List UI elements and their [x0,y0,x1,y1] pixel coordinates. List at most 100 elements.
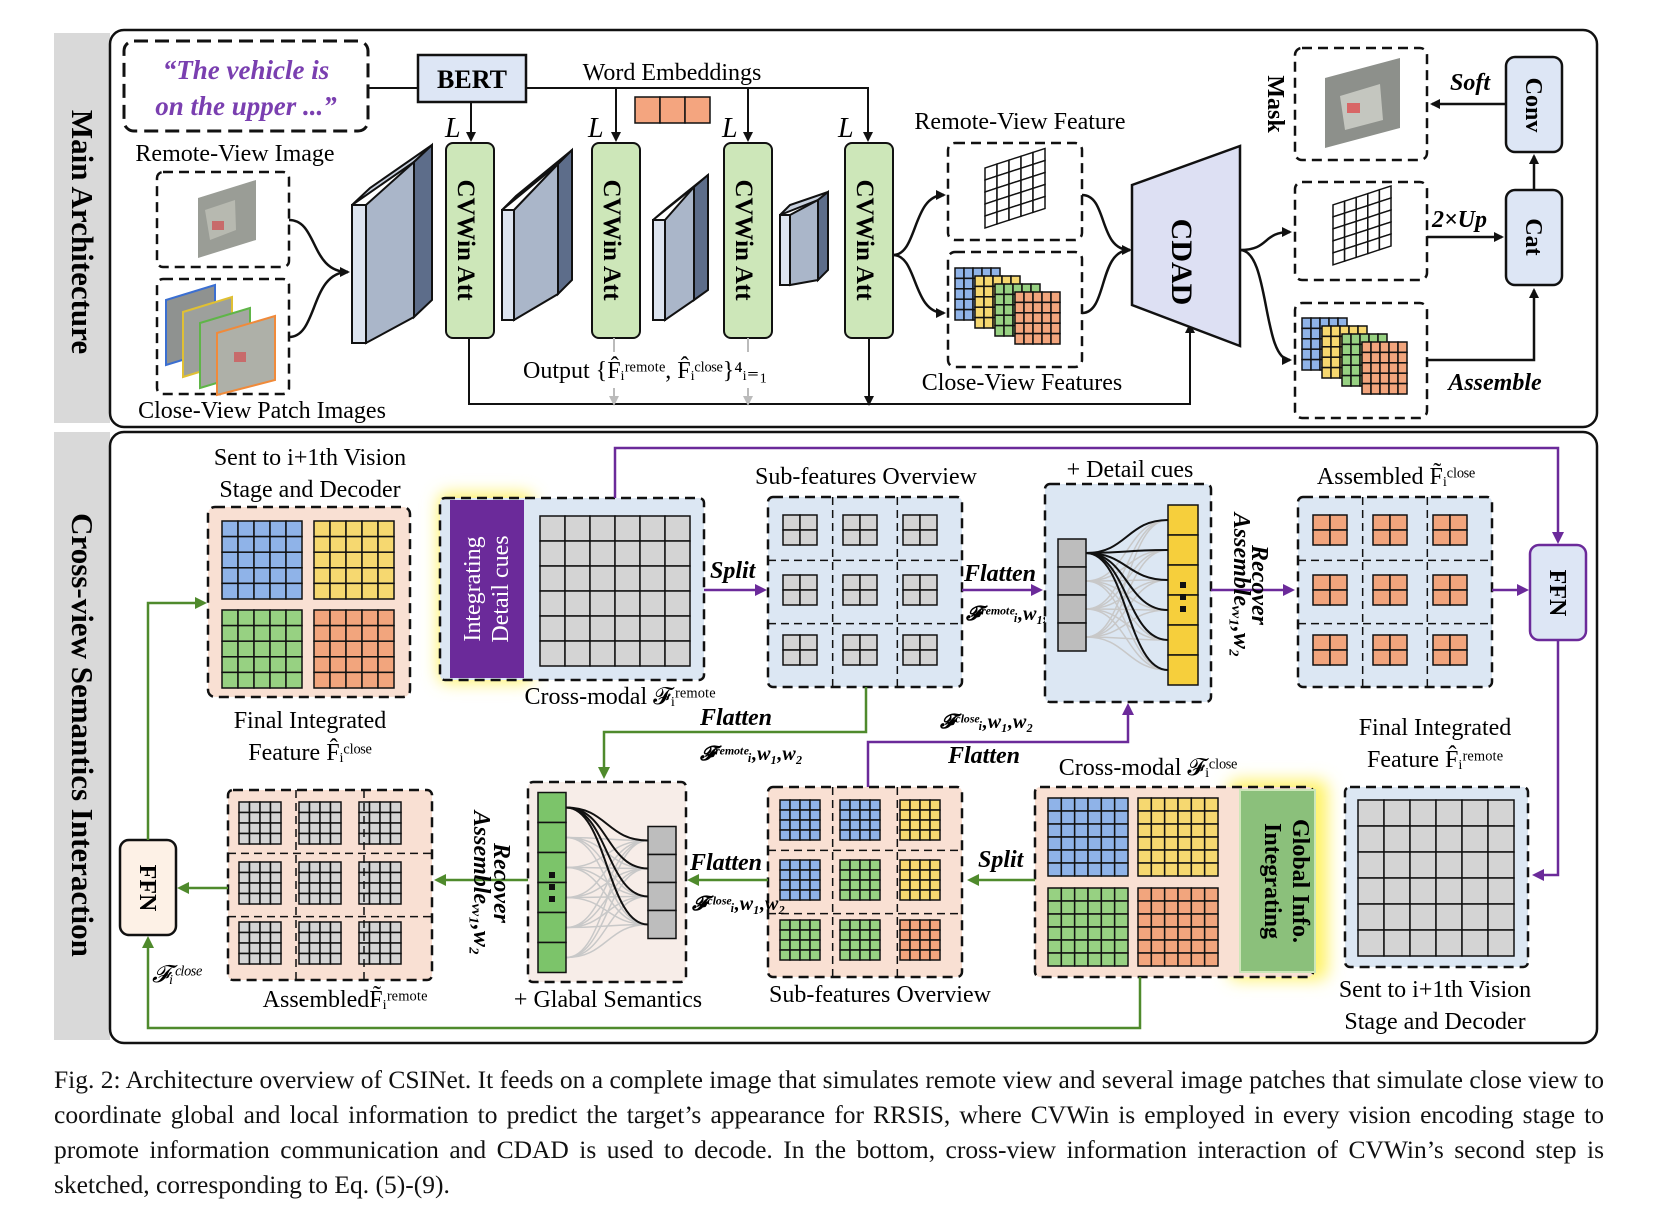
sent-to-left-1: Sent to i+1th Vision [214,445,406,471]
global-semantics-attention [537,791,677,974]
final-integrated-remote-1: Final Integrated [1359,715,1512,741]
encoder-slab-2 [501,147,573,322]
f-close-w-mid: 𝓕ᶜˡᵒˢᵉᵢ,w₁,w₂ [939,711,1033,733]
grid-cells [1137,797,1219,877]
grid-cells [1357,799,1515,957]
sub-features-top-grid [768,497,962,687]
grid-cells [221,520,303,600]
cat-label: Cat [1520,218,1546,255]
query-text-line2: on the upper ...” [155,91,337,121]
detail-cues-label: + Detail cues [1067,457,1194,483]
assemble-top: Assembleᵥᵥ₁,w₂ [1228,511,1254,658]
word-embedding-cells [634,96,711,124]
ellipsis-dot [1180,582,1186,588]
close-view-features-grids [954,267,1061,345]
cross-modal-remote-label: Cross-modal 𝓕ᵢʳᵉᵐᵒᵗᵉ [524,684,715,710]
grid-cells [539,515,691,667]
attention-line [565,806,649,926]
svg-text:CVWin Att: CVWin Att [851,179,878,301]
attention-line [565,866,649,926]
grid-cells [358,861,402,905]
recover-bottom: Recover [488,842,514,924]
L-label-1: L [444,113,461,144]
final-integrated-remote-2: Feature F̂ᵢʳᵉᵐᵒᵗᵉ [1367,745,1503,773]
ellipsis-dot [549,896,555,902]
grid-cells [298,801,342,845]
remote-view-feature-grid [984,147,1046,229]
mask-image [1325,58,1400,148]
grid-cells [313,520,395,600]
L-label-2: L [587,113,604,144]
grid-cells [839,919,881,961]
token-cell [1167,624,1199,656]
sub-features-bottom-label: Sub-features Overview [769,982,992,1008]
grid-cells [1372,574,1408,606]
close-view-patches-label: Close-View Patch Images [138,398,386,424]
f-close-w-bottom: 𝓕ᶜˡᵒˢᵉᵢ,w₁,w₂ [691,893,785,915]
flatten-top-label: Flatten [963,561,1036,587]
final-integrated-close-1: Final Integrated [234,708,387,734]
grid-cells [902,574,938,606]
grid-cells [984,147,1046,229]
encoder-slab-1 [351,142,433,345]
flatten-mid-label: Flatten [947,743,1020,769]
ellipsis-dot [549,884,555,890]
ffn-right-label: FFN [1544,570,1570,617]
assemble-label: Assemble [1446,370,1542,396]
ellipsis-dot [549,872,555,878]
integrating-detail-1: Integrating [460,536,486,641]
conv-label: Conv [1520,78,1546,133]
grid-cells [238,801,282,845]
cross-modal-remote-grid [539,515,691,667]
grid-cells [1372,634,1408,666]
token-cell [647,881,677,912]
flatten-green-label: Flatten [699,705,772,731]
grid-cells [842,634,878,666]
assemble-grids [1301,317,1408,395]
grid-cells [1432,574,1468,606]
up-label: 2×Up [1431,207,1487,233]
attention-line [565,867,649,899]
attention-line [565,923,649,959]
assembled-close-label: Assembled F̃ᵢᶜˡᵒˢᵉ [1317,462,1475,490]
token-cell [537,911,567,944]
grid-cells [779,859,821,901]
grid-cells [779,799,821,841]
cdad-label: CDAD [1165,219,1198,306]
L-label-3: L [721,113,738,144]
f-remote-w-mid: 𝓕ʳᵉᵐᵒᵗᵉᵢ,w₁,w₂ [699,743,803,765]
main-architecture-label: Main Architecture [65,110,100,354]
integrating-detail-block [450,500,524,678]
token-cell [1057,622,1087,652]
main-side-band [54,33,110,423]
cross-modal-close-label: Cross-modal 𝓕ᵢᶜˡᵒˢᵉ [1059,755,1238,781]
L-label-4: L [837,113,854,144]
assembled-close-grid [1298,497,1492,687]
cdad-block [1130,144,1242,348]
grid-cells [902,634,938,666]
architecture-diagram: Main Architecture Cross-view Semantics I… [54,28,1599,1045]
assembled-remote-grid [228,790,432,980]
final-integrated-close-2: Feature F̂ᵢᶜˡᵒˢᵉ [248,738,372,766]
flatten-bottom-label: Flatten [689,850,762,876]
query-text-line1: “The vehicle is [163,55,329,85]
attention-line [565,896,649,926]
grid-cells [1432,634,1468,666]
close-view-patches-image [165,283,276,397]
grid-cells [899,859,941,901]
f-close-label: 𝓕ᵢᶜˡᵒˢᵉ [152,962,203,988]
grid-cells [358,921,402,965]
token-cell [537,821,567,854]
attention-line [565,895,649,959]
integrating-global-1: Integrating [1259,823,1285,939]
attention-line [565,895,649,929]
attention-line [1085,608,1169,671]
token-cell [1057,594,1087,624]
sent-to-right-1: Sent to i+1th Vision [1339,977,1531,1003]
attention-line [1085,609,1169,638]
grid-cells [238,921,282,965]
token-cell [647,909,677,940]
grid-cells [779,919,821,961]
ellipsis-dot [1180,606,1186,612]
grid-cells [1432,514,1468,546]
